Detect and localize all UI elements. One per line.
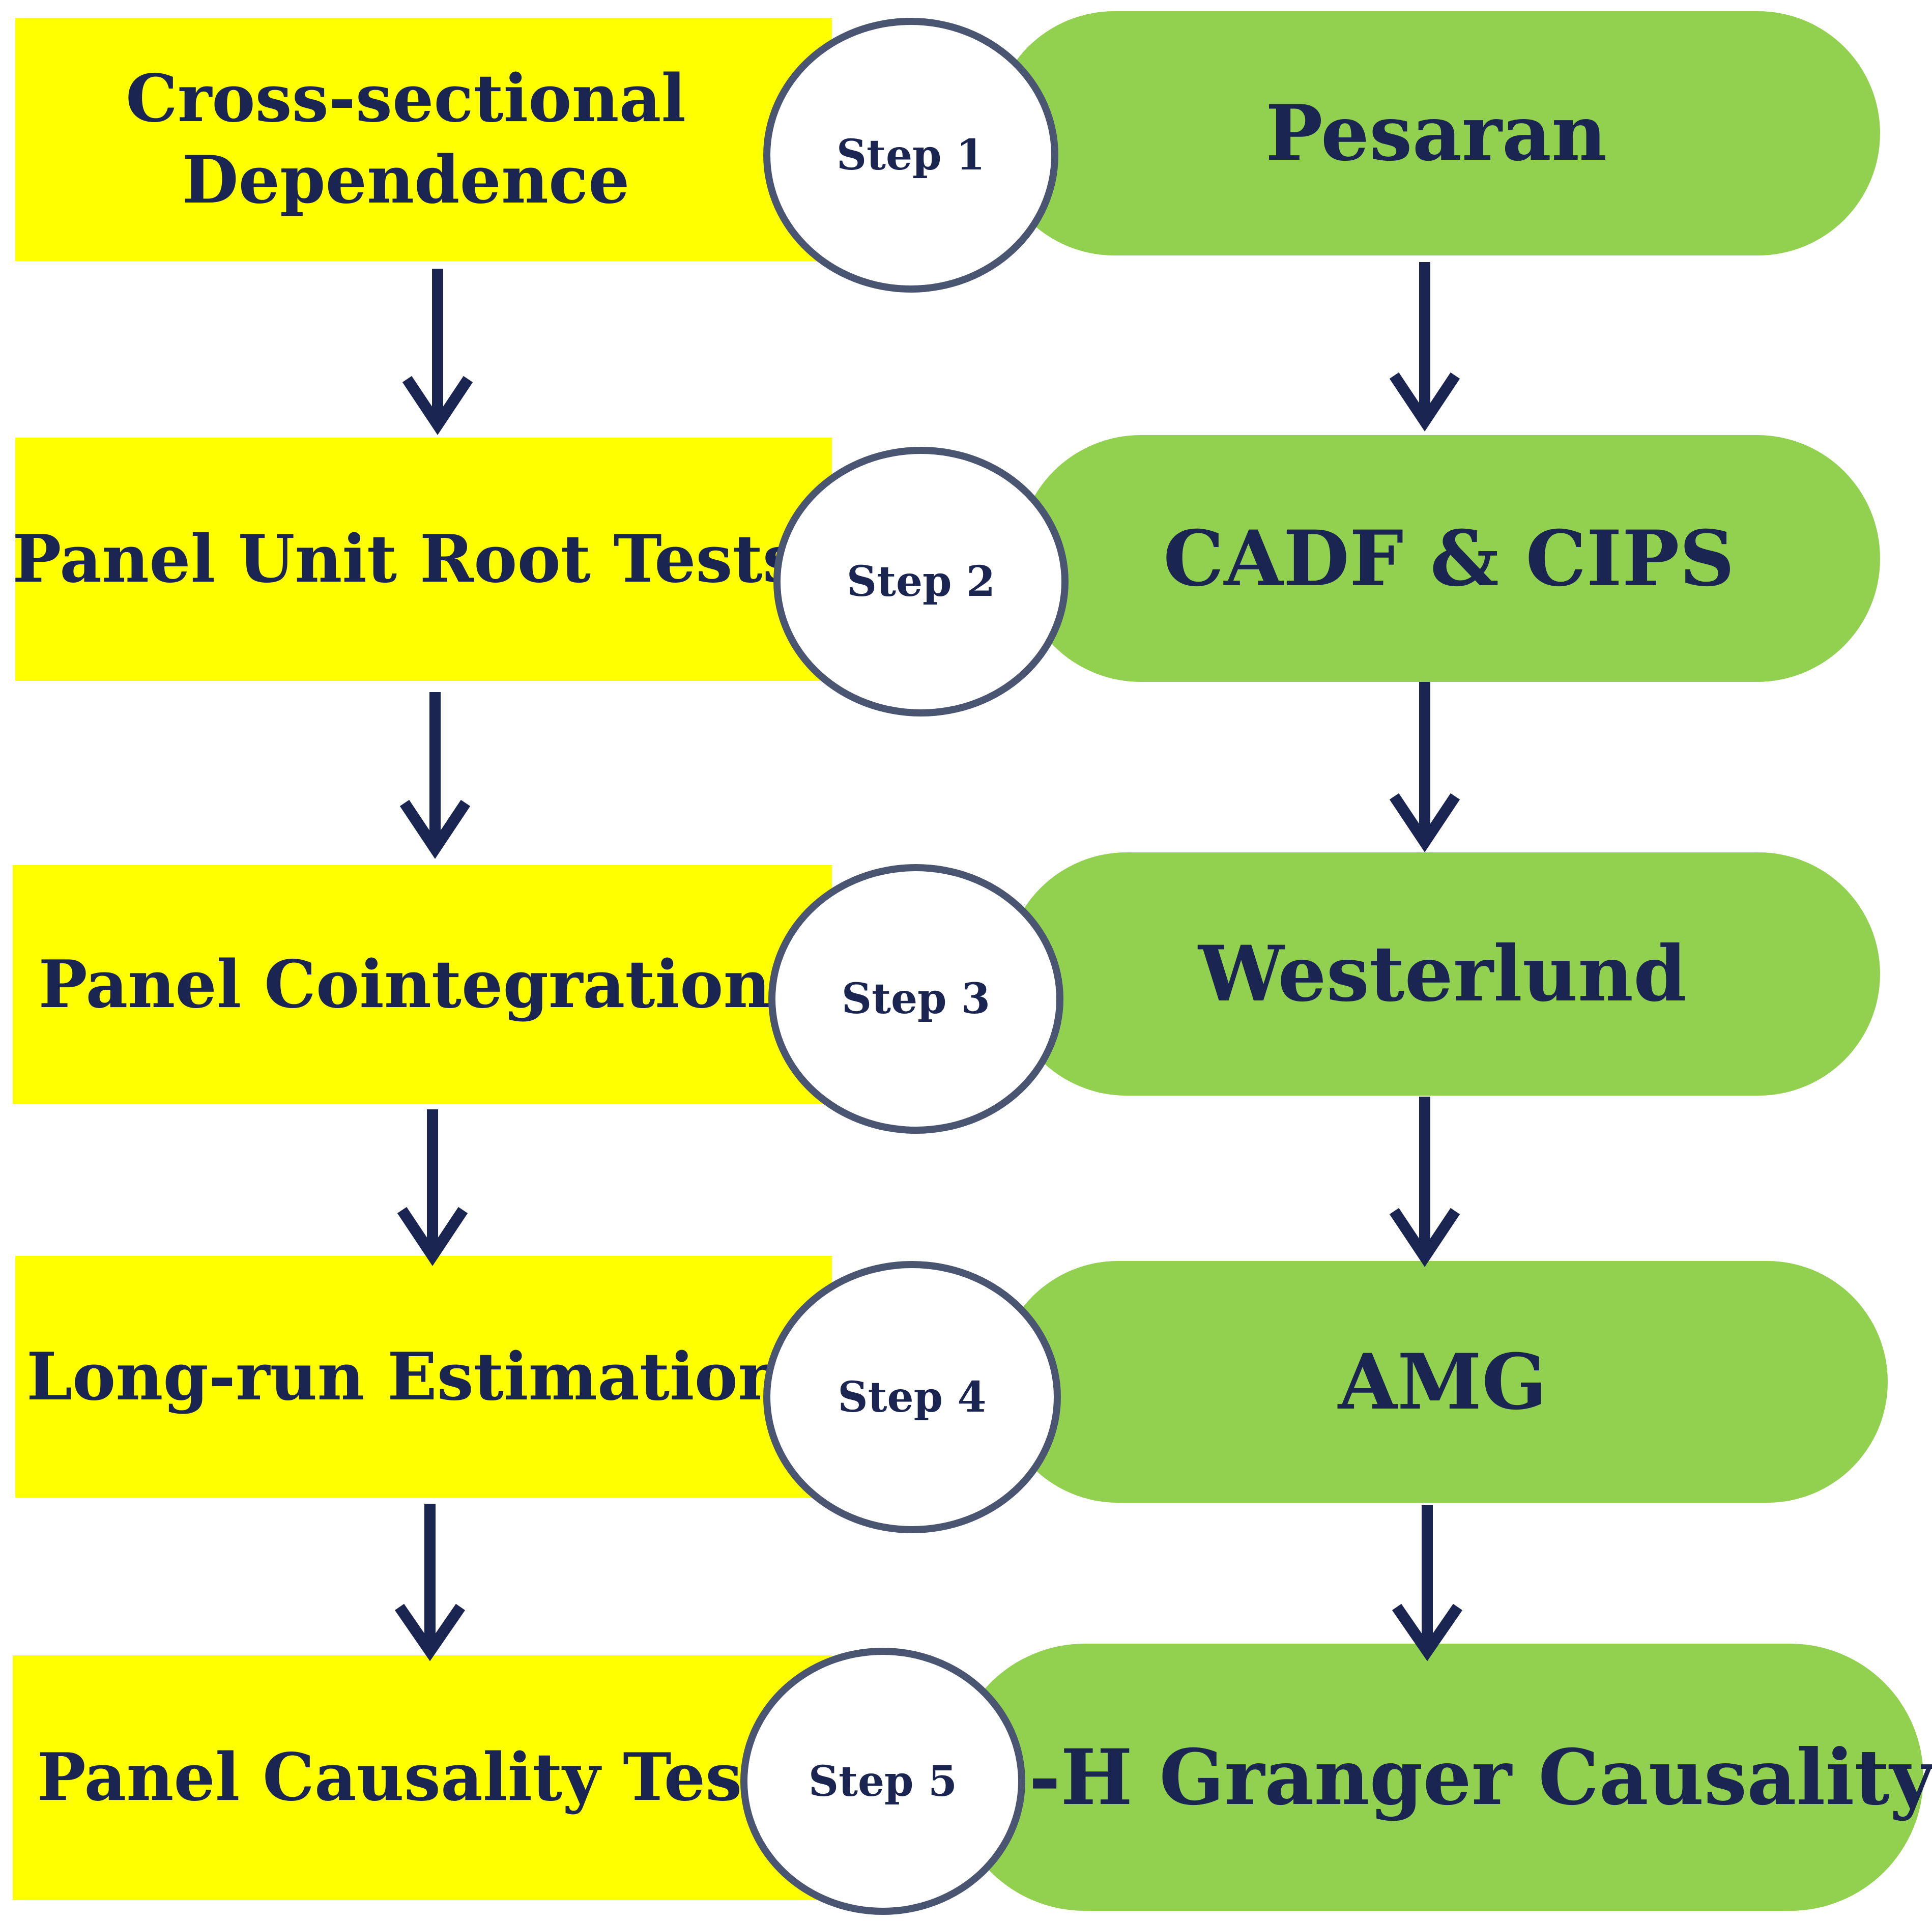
test-label: AMG [1338, 1337, 1547, 1427]
test-box-4: AMG [997, 1261, 1888, 1503]
step-label: Step 5 [808, 1757, 958, 1806]
left-arrow-2 [399, 692, 471, 859]
test-box-3: Westerlund [1005, 852, 1880, 1096]
method-label-line: Long-run Estimation [26, 1338, 786, 1415]
step-label: Step 1 [836, 131, 986, 180]
right-arrow-2 [1389, 682, 1460, 852]
right-arrow-1 [1389, 262, 1460, 432]
step-label: Step 4 [838, 1372, 987, 1422]
method-box-2: Panel Unit Root Tests [12, 438, 832, 681]
test-box-1: Pesaran [992, 11, 1880, 255]
method-box-3: Panel Cointegration [13, 865, 832, 1104]
left-arrow-3 [397, 1109, 468, 1266]
method-label-line: Cross-sectional [125, 61, 686, 137]
step-label: Step 3 [841, 974, 991, 1023]
method-box-5: Panel Causality Test [13, 1655, 832, 1900]
test-box-2: CADF & CIPS [1018, 435, 1880, 682]
test-label: Westerlund [1198, 929, 1687, 1019]
left-arrow-4 [394, 1504, 466, 1661]
right-arrow-4 [1392, 1505, 1463, 1661]
method-box-4: Long-run Estimation [15, 1256, 832, 1498]
step-label: Step 2 [846, 557, 996, 606]
test-box-5: D-H Granger Causality [951, 1644, 1932, 1911]
method-label-line: Panel Cointegration [38, 947, 771, 1023]
method-label-line: Panel Causality Test [37, 1739, 772, 1816]
method-label-line: Dependence [182, 142, 630, 218]
right-arrow-3 [1389, 1097, 1460, 1267]
test-label: Pesaran [1265, 89, 1607, 178]
test-label: D-H Granger Causality [961, 1732, 1932, 1822]
method-box-1: Cross-sectional Dependence [15, 18, 832, 261]
test-label: CADF & CIPS [1163, 513, 1735, 604]
method-label-line: Panel Unit Root Tests [12, 521, 799, 597]
left-arrow-1 [402, 269, 473, 435]
